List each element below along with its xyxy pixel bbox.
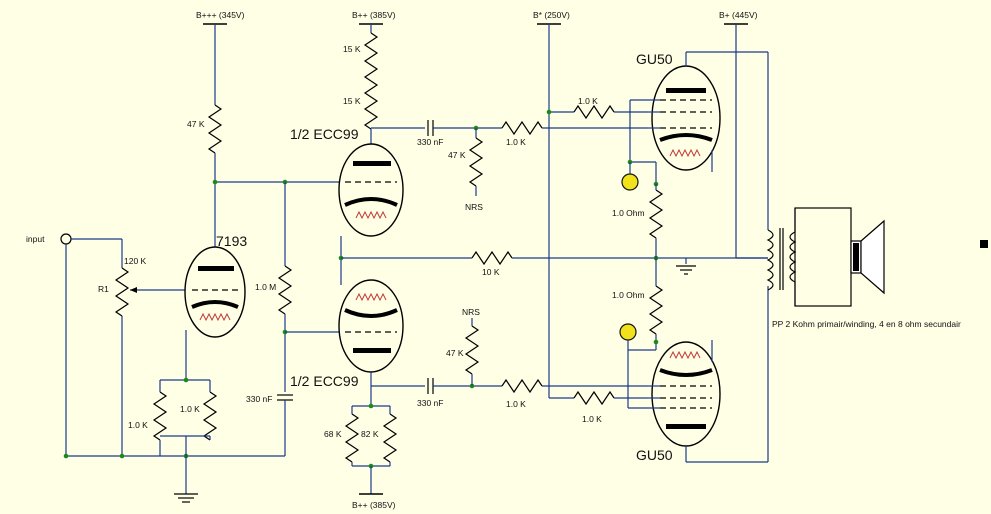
r-1k-bottom-g2-label: 1.0 K: [582, 414, 602, 424]
resistor-15k-b: 15 K: [343, 80, 379, 130]
resistor-1k-bottom-series: 1.0 K: [501, 378, 648, 409]
tube-gu50-bottom: [651, 341, 721, 447]
input-jack: input: [26, 233, 122, 456]
ground-symbol-right: [676, 265, 696, 275]
nrs-bottom-label: NRS: [462, 307, 480, 317]
resistor-47k-plate: 47 K: [187, 104, 223, 252]
tube-gu50-bottom-label: GU50: [636, 447, 673, 463]
r-15k-a-label: 15 K: [343, 44, 361, 54]
tube-ecc99-bottom: [338, 279, 404, 373]
rail-b-double-bottom-label: B++ (385V): [352, 500, 396, 510]
r-47k-top-label: 47 K: [448, 150, 466, 160]
c-330nf-top-label: 330 nF: [417, 137, 443, 147]
resistor-15k-a: 15 K: [343, 32, 379, 82]
edge-marker: [980, 240, 988, 248]
capacitor-330nf-bottom: 330 nF: [417, 378, 502, 408]
r-10k-label: 10 K: [482, 267, 500, 277]
c-330nf-bypass-label: 330 nF: [246, 394, 272, 404]
tube-ecc99-top-label: 1/2 ECC99: [290, 126, 359, 142]
resistor-1ohm-top: 1.0 Ohm: [612, 184, 664, 258]
rail-b-double-top-label: B++ (385V): [352, 10, 396, 20]
bias-indicator-top: [621, 173, 639, 191]
tube-7193-label: 7193: [216, 233, 247, 249]
capacitor-330nf-top: 330 nF: [417, 120, 502, 147]
c-330nf-bottom-label: 330 nF: [417, 398, 443, 408]
tube-gu50-top: [651, 65, 721, 171]
rail-b-plus-label: B+ (445V): [719, 10, 758, 20]
output-transformer: [766, 208, 797, 306]
tube-gu50-top-label: GU50: [636, 51, 673, 67]
resistor-1k-cathode-left: 1.0 K: [128, 380, 168, 456]
resistor-1k-top-g2: 1.0 K: [546, 96, 648, 120]
r-68k-label: 68 K: [324, 429, 342, 439]
rail-b-triple-label: B+++ (345V): [196, 10, 245, 20]
r-47k-bottom-label: 47 K: [446, 348, 464, 358]
ground-symbol-left: [174, 493, 198, 503]
rail-b-star-label: B* (250V): [533, 10, 570, 20]
tube-ecc99-bottom-label: 1/2 ECC99: [290, 373, 359, 389]
r-15k-b-label: 15 K: [343, 96, 361, 106]
r-1ohm-bottom-label: 1.0 Ohm: [612, 290, 645, 300]
rail-b-star: B* (250V): [533, 10, 570, 398]
resistor-68k: 68 K: [324, 406, 360, 466]
potentiometer-r1: 120 K R1: [98, 239, 190, 456]
resistor-47k-bottom-grid: 47 K NRS: [446, 307, 480, 386]
transformer-note: PP 2 Kohm primair/winding, 4 en 8 ohm se…: [772, 319, 961, 329]
resistor-10k-feedback: 10 K: [471, 250, 768, 277]
rail-b-plus: B+ (445V): [719, 10, 768, 259]
resistor-47k-top-grid: 47 K NRS: [448, 128, 483, 212]
resistor-82k: 82 K: [361, 406, 398, 466]
tube-ecc99-top: [338, 143, 404, 237]
tube-7193: 7193: [184, 233, 247, 338]
pot-value-label: 120 K: [124, 256, 147, 266]
rail-b-triple: B+++ (345V): [196, 10, 245, 105]
resistor-1k-top-series: 1.0 K: [501, 120, 648, 147]
resistor-1k-bottom-g2: 1.0 K: [549, 390, 648, 424]
rail-b-double-top: B++ (385V): [352, 10, 396, 33]
capacitor-330nf-bypass: 330 nF: [246, 394, 293, 456]
resistor-1ohm-bottom: 1.0 Ohm: [612, 258, 664, 350]
r-1k-top-g2-label: 1.0 K: [578, 96, 598, 106]
pot-name-label: R1: [98, 284, 109, 294]
r-82k-label: 82 K: [361, 429, 379, 439]
speaker-box: [794, 207, 852, 307]
r-47k-plate-label: 47 K: [187, 119, 205, 129]
r-1k-bottom-series-label: 1.0 K: [506, 399, 526, 409]
speaker-icon: [850, 219, 885, 295]
nrs-top-label: NRS: [465, 202, 483, 212]
r-1k-right-label: 1.0 K: [180, 404, 200, 414]
bias-indicator-bottom: [619, 323, 637, 341]
resistor-1k-cathode-right: 1.0 K: [160, 380, 218, 441]
r-1k-left-label: 1.0 K: [128, 420, 148, 430]
resistor-1m: 1.0 M: [255, 182, 293, 392]
r-1ohm-top-label: 1.0 Ohm: [612, 208, 645, 218]
input-label: input: [26, 234, 45, 244]
rail-b-double-bottom: B++ (385V): [352, 493, 396, 510]
r-1m-label: 1.0 M: [255, 282, 276, 292]
r-1k-top-series-label: 1.0 K: [506, 137, 526, 147]
